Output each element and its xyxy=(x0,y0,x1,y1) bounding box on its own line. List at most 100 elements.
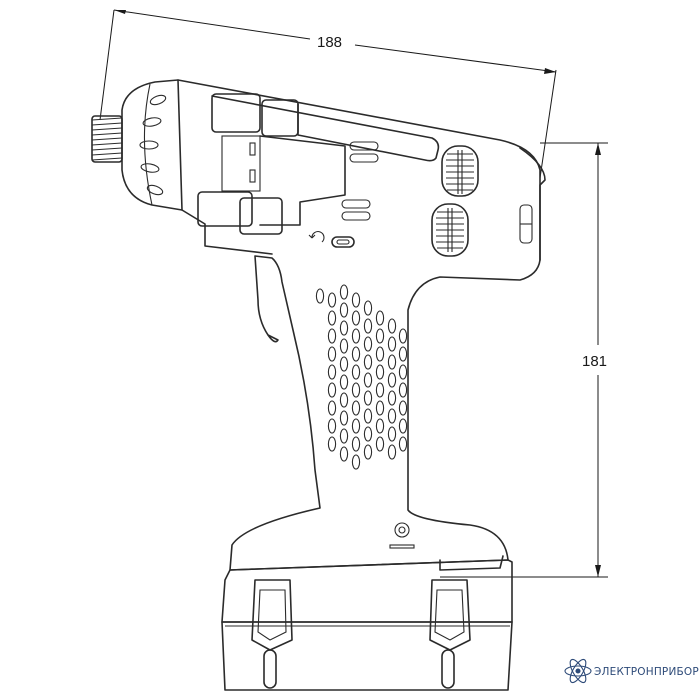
grip-dot xyxy=(398,364,408,380)
battery-latch-right[interactable] xyxy=(429,579,471,689)
length-arrow-right xyxy=(544,68,556,74)
grip-dot xyxy=(375,346,385,362)
grip-dot xyxy=(375,328,385,344)
grip-dot xyxy=(398,382,408,398)
top-clip-right xyxy=(261,99,299,137)
grip-dot xyxy=(327,328,337,344)
grip-dot xyxy=(351,454,361,470)
atom-icon xyxy=(564,658,592,684)
grip-dot xyxy=(351,436,361,452)
brand-logo: ЭЛЕКТРОНПРИБОР xyxy=(564,658,699,684)
grip-dot xyxy=(363,408,373,424)
grip-dot xyxy=(363,426,373,442)
panel-button[interactable] xyxy=(349,141,379,151)
grip-dot xyxy=(351,382,361,398)
housing-lower-edge xyxy=(181,209,273,255)
grip-dot xyxy=(327,382,337,398)
direction-switch[interactable] xyxy=(331,236,355,248)
battery-latch-left[interactable] xyxy=(251,579,293,689)
nose-slot xyxy=(140,163,160,173)
grip-dot xyxy=(363,390,373,406)
power-port-icon xyxy=(389,522,415,549)
height-dimension: 181 xyxy=(440,142,608,578)
grip-dot xyxy=(351,328,361,344)
grip-dot xyxy=(339,320,349,336)
panel-button[interactable] xyxy=(341,199,371,209)
grip-dot xyxy=(339,410,349,426)
length-dimension: 188 xyxy=(99,9,557,179)
vent-grille-frame xyxy=(431,203,469,257)
brand-name: ЭЛЕКТРОНПРИБОР xyxy=(594,666,699,678)
grip-dot xyxy=(398,436,408,452)
direction-switch-knob xyxy=(336,239,350,245)
grip-dot xyxy=(398,418,408,434)
grip-dot xyxy=(351,364,361,380)
bit-holder xyxy=(91,115,123,163)
length-label: 188 xyxy=(317,34,342,51)
length-dimension-line-b xyxy=(354,44,557,73)
grip-dot xyxy=(387,444,397,460)
grip-dot xyxy=(398,328,408,344)
grip-dot xyxy=(387,408,397,424)
grip-dot xyxy=(315,288,325,304)
grip-dot xyxy=(375,310,385,326)
indicator-led xyxy=(249,169,256,183)
nose-slot xyxy=(149,94,167,106)
counterclockwise-arrow-icon xyxy=(308,231,325,243)
display-window xyxy=(221,135,261,192)
top-clip-left xyxy=(211,93,261,133)
height-arrow-bottom xyxy=(595,565,601,577)
grip-dot xyxy=(327,400,337,416)
grip-dot xyxy=(339,428,349,444)
grip-dot xyxy=(327,364,337,380)
grip-dot xyxy=(387,354,397,370)
grip-dot xyxy=(339,446,349,462)
grip-dot xyxy=(339,374,349,390)
battery-lower xyxy=(221,621,513,691)
grip-dot xyxy=(363,300,373,316)
nose-slot xyxy=(139,140,159,150)
housing-outline xyxy=(177,79,541,571)
grip-dot xyxy=(363,372,373,388)
port-bar xyxy=(389,544,415,549)
vent-grille-frame xyxy=(441,145,479,197)
grip-dot xyxy=(339,356,349,372)
side-panel xyxy=(197,93,440,248)
grip-dot xyxy=(327,292,337,308)
length-extension-right xyxy=(539,69,557,179)
nose-cone xyxy=(121,79,183,211)
grip-dot xyxy=(398,346,408,362)
grip-dot xyxy=(363,318,373,334)
grip-dot xyxy=(398,400,408,416)
length-arrow-left xyxy=(114,10,126,14)
main-housing xyxy=(177,79,546,571)
bit-holder-threads xyxy=(91,117,123,161)
panel-button[interactable] xyxy=(341,211,371,221)
grip-dot xyxy=(351,292,361,308)
grip-dot xyxy=(351,400,361,416)
battery-pack xyxy=(221,555,513,691)
grip-dot xyxy=(327,346,337,362)
grip-dot xyxy=(351,310,361,326)
grip-dot xyxy=(339,284,349,300)
vent-grille-top xyxy=(441,145,479,197)
grip-dot xyxy=(339,392,349,408)
grip-dot xyxy=(327,436,337,452)
grip-dot xyxy=(351,418,361,434)
grip-dot xyxy=(339,302,349,318)
panel-button[interactable] xyxy=(349,153,379,163)
grip-dot xyxy=(327,418,337,434)
display-frame xyxy=(259,135,346,226)
grip-dot xyxy=(375,382,385,398)
indicator-led xyxy=(249,142,256,156)
grip-dot xyxy=(339,338,349,354)
grip-dot xyxy=(375,400,385,416)
bottom-clip-right xyxy=(239,197,283,235)
battery-notch xyxy=(439,555,504,571)
bottom-clip-left xyxy=(197,191,253,227)
grip-dot xyxy=(387,336,397,352)
height-arrow-top xyxy=(595,143,601,155)
length-dimension-line-a xyxy=(113,9,311,40)
grip-dot xyxy=(387,426,397,442)
